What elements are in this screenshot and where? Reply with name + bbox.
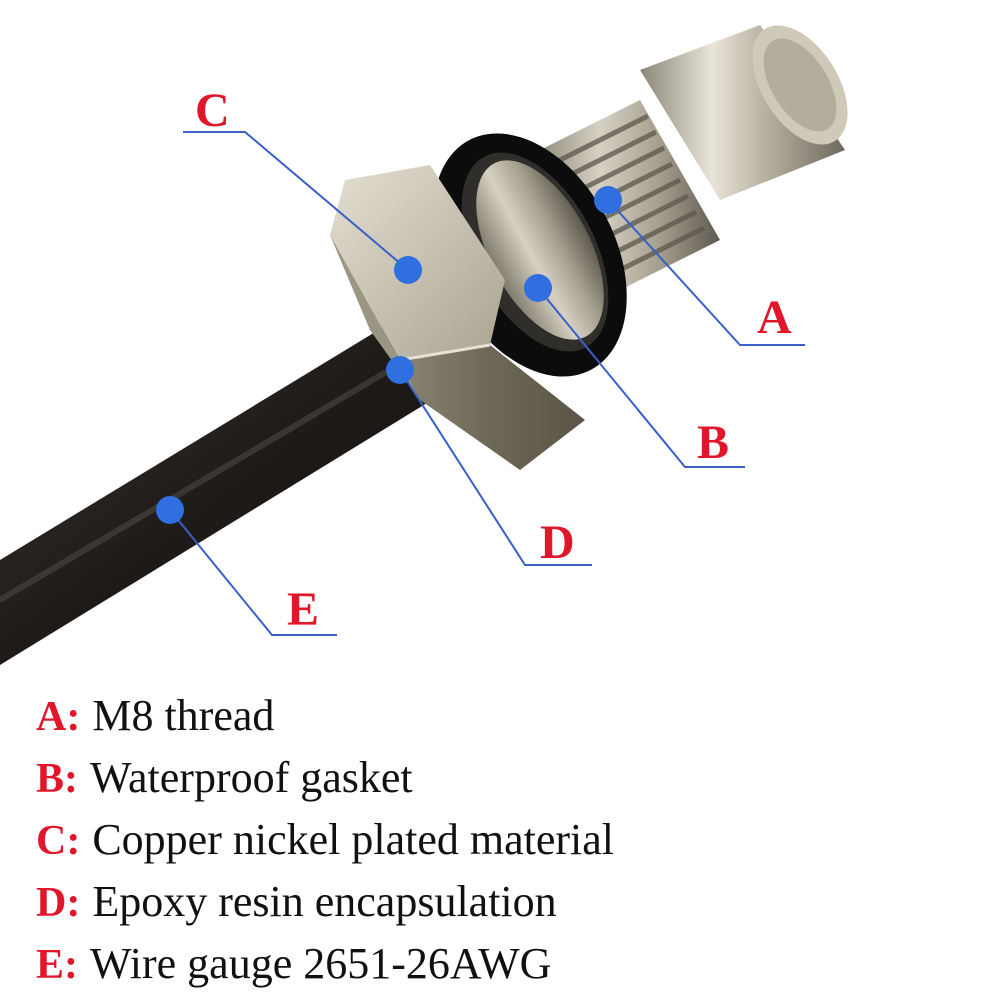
legend-text: M8 thread: [92, 691, 275, 740]
legend-row-d: D: Epoxy resin encapsulation: [36, 876, 976, 938]
callout-letter-d: D: [540, 516, 575, 569]
legend: A: M8 thread B: Waterproof gasket C: Cop…: [36, 690, 976, 1000]
legend-key: C:: [36, 818, 81, 864]
callout-letter-b: B: [697, 416, 729, 469]
marker-a: [594, 186, 622, 214]
legend-text: Epoxy resin encapsulation: [92, 877, 557, 926]
leader-line-e: [169, 509, 337, 636]
leader-lines: [169, 131, 805, 636]
marker-e: [156, 496, 184, 524]
legend-key: A:: [36, 694, 81, 740]
leader-line-d: [399, 369, 592, 566]
callout-letter-e: E: [287, 583, 319, 636]
legend-row-b: B: Waterproof gasket: [36, 752, 976, 814]
leader-line-b: [537, 287, 745, 468]
marker-d: [386, 356, 414, 384]
callout-letter-c: C: [195, 84, 230, 137]
legend-text: Copper nickel plated material: [92, 815, 615, 864]
sensor-illustration: C A B D E: [0, 25, 848, 665]
marker-dots: [156, 186, 622, 524]
legend-row-a: A: M8 thread: [36, 690, 976, 752]
legend-row-e: E: Wire gauge 2651-26AWG: [36, 938, 976, 1000]
callout-letter-a: A: [757, 291, 792, 344]
legend-key: D:: [36, 880, 81, 926]
leader-line-a: [607, 199, 805, 346]
legend-key: B:: [36, 756, 78, 802]
legend-row-c: C: Copper nickel plated material: [36, 814, 976, 876]
cable: [0, 320, 440, 665]
probe-pin: [640, 25, 848, 200]
legend-text: Waterproof gasket: [90, 753, 413, 802]
marker-c: [394, 256, 422, 284]
leader-line-c: [183, 131, 409, 271]
marker-b: [524, 274, 552, 302]
legend-key: E:: [36, 942, 78, 988]
legend-text: Wire gauge 2651-26AWG: [90, 939, 552, 988]
